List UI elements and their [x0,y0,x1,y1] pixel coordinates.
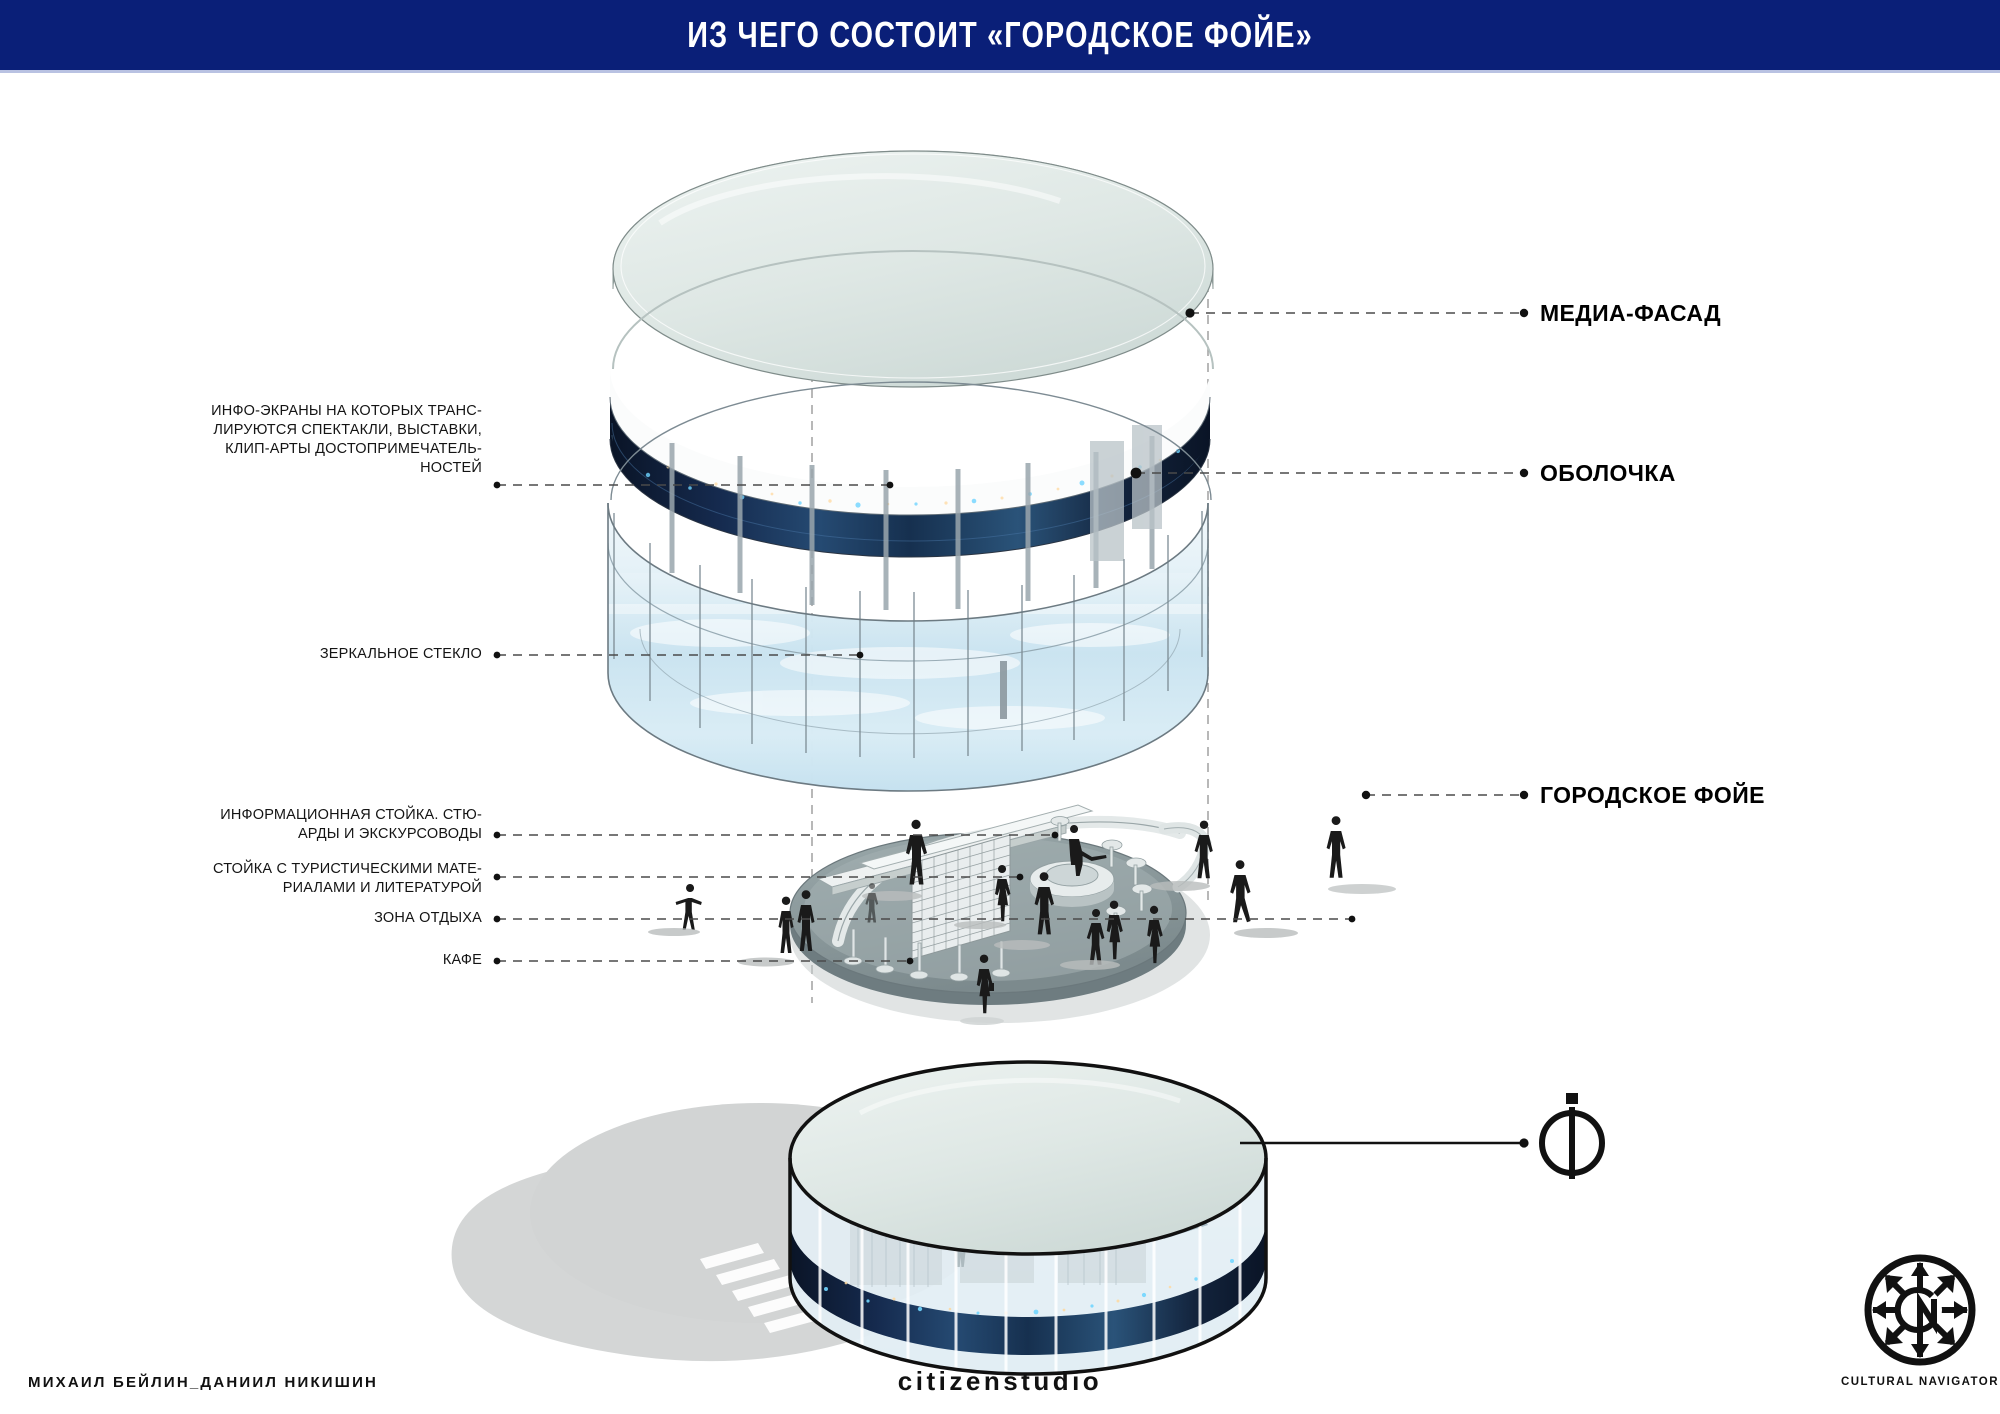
media-facade-ring [609,250,1214,558]
header-underline [0,70,2000,73]
page-header: ИЗ ЧЕГО СОСТОИТ «ГОРОДСКОЕ ФОЙЕ» [0,0,2000,70]
glass-shell [607,381,1212,792]
leader-lines [497,312,1524,962]
compass-icon [1864,1254,1976,1366]
page-title: ИЗ ЧЕГО СОСТОИТ «ГОРОДСКОЕ ФОЙЕ» [687,14,1313,55]
city-foyer-platform [648,804,1396,1025]
cultural-navigator-logo: CULTURAL NAVIGATOR [1841,1252,1998,1388]
label-mirror-glass: ЗЕРКАЛЬНОЕ СТЕКЛО [319,646,482,662]
label-cafe: КАФЕ [442,952,482,968]
assembled-pavilion [451,1060,1268,1376]
footer-studio: citizenstudio [897,1366,1103,1396]
people-silhouettes [648,816,1396,1025]
drawing-board: ИНФО-ЭКРАНЫ НА КОТОРЫХ ТРАНС- ЛИРУЮТСЯ С… [0,73,2000,1414]
label-tourist-desk: СТОЙКА С ТУРИСТИЧЕСКИМИ МАТЕ- РИАЛАМИ И … [213,861,482,896]
footer-authors: МИХАИЛ БЕЙЛИН_ДАНИИЛ НИКИШИН [28,1374,379,1391]
phi-symbol-icon [1539,1093,1605,1179]
leader-dots [493,308,1529,1148]
label-shell: ОБОЛОЧКА [1540,460,1676,486]
label-city-foyer: ГОРОДСКОЕ ФОЙЕ [1540,782,1765,808]
label-media-facade: МЕДИА-ФАСАД [1540,300,1722,326]
label-info-screens: ИНФО-ЭКРАНЫ НА КОТОРЫХ ТРАНС- ЛИРУЮТСЯ С… [211,403,482,476]
roof-disc [612,150,1214,388]
label-info-desk: ИНФОРМАЦИОННАЯ СТОЙКА. СТЮ- АРДЫ И ЭКСКУ… [220,807,482,842]
label-rest-zone: ЗОНА ОТДЫХА [374,910,482,926]
axonometric-drawing [451,150,1605,1376]
logo-caption: CULTURAL NAVIGATOR [1841,1376,1999,1388]
